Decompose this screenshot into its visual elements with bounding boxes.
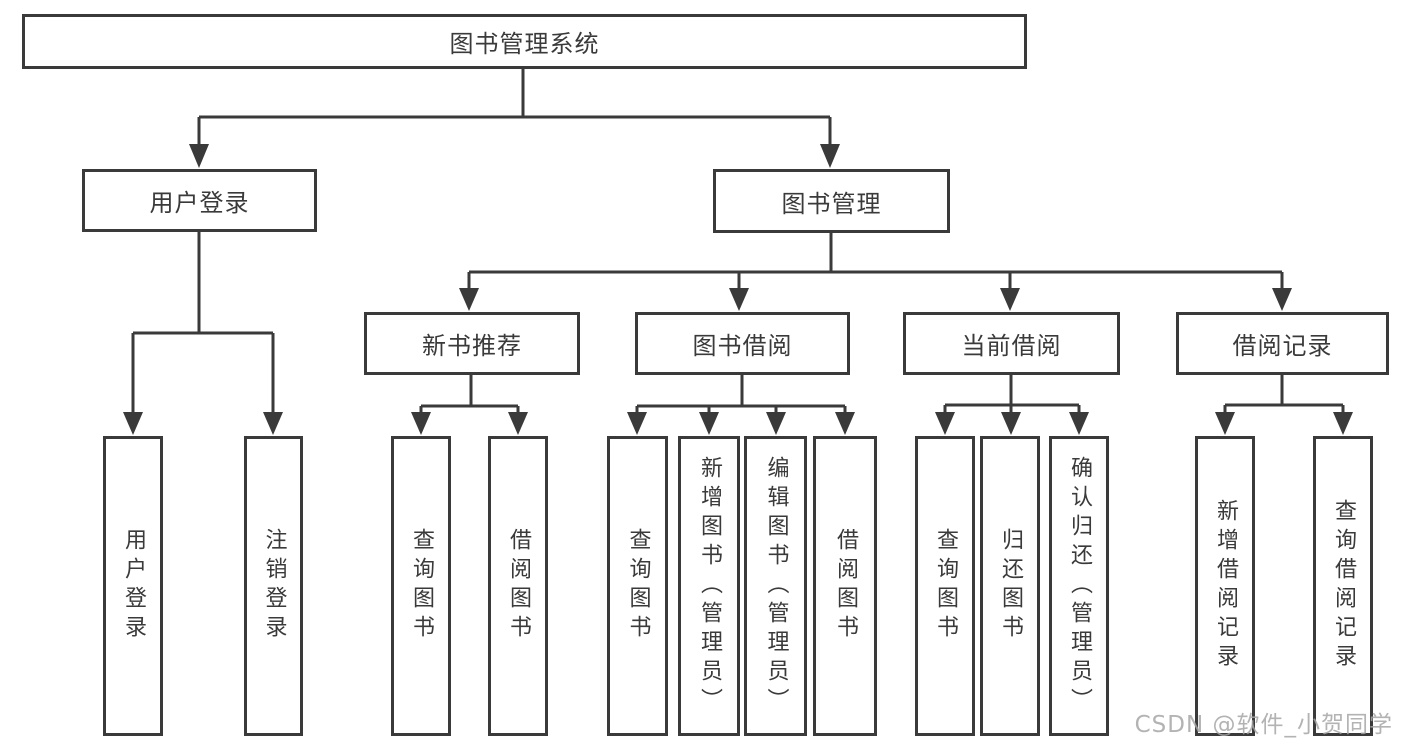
leaf-label: 确认归还（管理员） xyxy=(1067,455,1092,717)
leaf-confirm-return-admin: 确认归还（管理员） xyxy=(1049,436,1109,736)
node-label: 图书借阅 xyxy=(692,332,793,360)
leaf-label: 用户登录 xyxy=(121,528,146,644)
leaf-label: 借阅图书 xyxy=(506,528,531,644)
leaf-label: 新增图书（管理员） xyxy=(697,455,722,717)
node-label: 图书管理 xyxy=(781,189,882,218)
node-label: 新书推荐 xyxy=(422,332,522,360)
leaf-query-borrow-record: 查询借阅记录 xyxy=(1313,436,1373,736)
leaf-label: 注销登录 xyxy=(261,528,287,644)
node-new-book-recommend: 新书推荐 xyxy=(364,312,580,375)
node-label: 用户登录 xyxy=(149,189,250,217)
node-label: 图书管理系统 xyxy=(449,30,600,58)
leaf-add-books-admin: 新增图书（管理员） xyxy=(678,436,740,736)
leaf-return-books: 归还图书 xyxy=(980,436,1040,736)
node-label: 借阅记录 xyxy=(1232,332,1333,360)
leaf-label: 查询图书 xyxy=(409,528,434,644)
leaf-label: 归还图书 xyxy=(998,528,1023,644)
leaf-label: 查询图书 xyxy=(933,528,958,644)
leaf-label: 借阅图书 xyxy=(833,528,858,644)
node-book-management: 图书管理 xyxy=(713,169,950,233)
leaf-query-books-2: 查询图书 xyxy=(607,436,668,736)
leaf-label: 查询借阅记录 xyxy=(1331,499,1356,673)
node-label: 当前借阅 xyxy=(961,332,1062,360)
leaf-user-login: 用户登录 xyxy=(103,436,163,736)
node-library-management-system: 图书管理系统 xyxy=(22,14,1027,69)
leaf-label: 查询图书 xyxy=(625,528,651,644)
leaf-query-books-3: 查询图书 xyxy=(915,436,975,736)
leaf-borrow-books-1: 借阅图书 xyxy=(488,436,548,736)
leaf-label: 新增借阅记录 xyxy=(1213,499,1238,673)
leaf-logout: 注销登录 xyxy=(244,436,303,736)
node-current-borrowing: 当前借阅 xyxy=(903,312,1120,375)
node-user-login: 用户登录 xyxy=(82,169,317,232)
leaf-add-borrow-record: 新增借阅记录 xyxy=(1195,436,1255,736)
leaf-borrow-books-2: 借阅图书 xyxy=(813,436,877,736)
leaf-query-books-1: 查询图书 xyxy=(391,436,451,736)
node-book-borrowing: 图书借阅 xyxy=(635,312,850,375)
leaf-edit-books-admin: 编辑图书（管理员） xyxy=(744,436,807,736)
node-borrowing-records: 借阅记录 xyxy=(1176,312,1389,375)
leaf-label: 编辑图书（管理员） xyxy=(763,455,789,717)
csdn-watermark: CSDN @软件_小贺同学 xyxy=(1134,712,1393,738)
